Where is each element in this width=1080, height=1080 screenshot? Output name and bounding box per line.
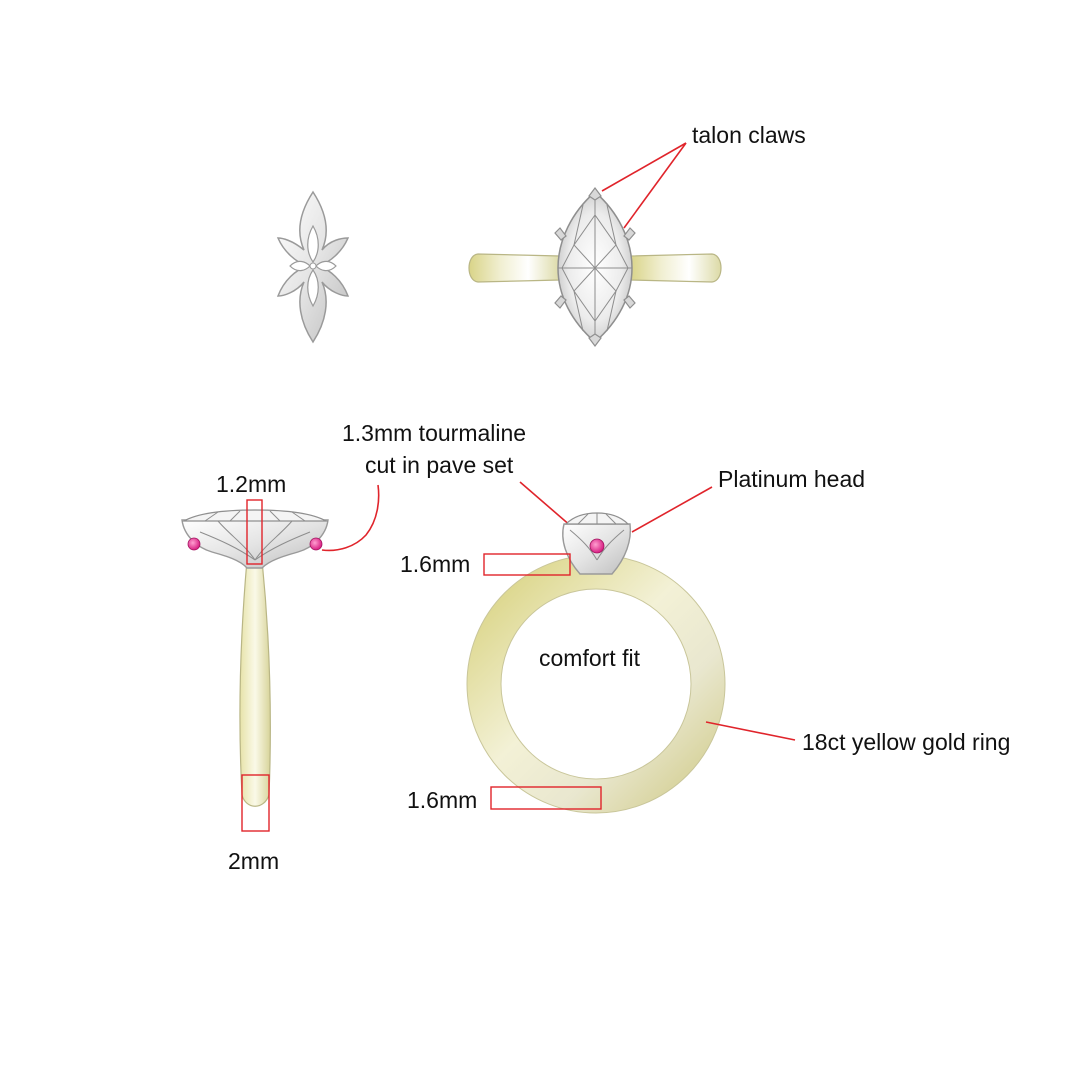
comfort-fit-label: comfort fit — [539, 645, 641, 671]
side-tourmaline-right — [309, 537, 323, 551]
bottom-thickness-marker — [490, 786, 602, 810]
ring-front-view — [466, 512, 726, 814]
claw-top — [588, 187, 602, 201]
front-top-thickness-label: 1.6mm — [400, 551, 470, 577]
top-thickness-marker — [483, 553, 571, 576]
side-top-width-label: 1.2mm — [216, 471, 286, 497]
width-1-2mm-marker — [246, 499, 263, 565]
platinum-head-callout: Platinum head — [631, 466, 865, 533]
side-tourmaline-left — [187, 537, 201, 551]
platinum-head-leader — [631, 486, 713, 533]
claw-bottom — [588, 333, 602, 347]
gold-ring-leader — [705, 721, 796, 741]
ring-top-view — [468, 187, 722, 347]
side-profile-stone — [181, 509, 329, 522]
front-view-gold-band — [467, 555, 725, 813]
gold-ring-callout: 18ct yellow gold ring — [705, 721, 1010, 755]
gold-ring-label: 18ct yellow gold ring — [802, 729, 1010, 755]
tourmaline-leader-side — [321, 484, 380, 552]
width-2mm-marker — [241, 774, 270, 832]
talon-claws-leader-2 — [623, 142, 687, 229]
side-profile-head — [181, 519, 329, 569]
side-profile-shank — [239, 559, 271, 807]
talon-claws-leader-1 — [601, 142, 687, 192]
front-bottom-thickness-label: 1.6mm — [407, 787, 477, 813]
side-bottom-width-label: 2mm — [228, 848, 279, 874]
front-tourmaline — [589, 538, 605, 554]
setting-top-view — [276, 190, 350, 344]
talon-claws-callout: talon claws — [601, 122, 806, 229]
tourmaline-label-line1: 1.3mm tourmaline — [342, 420, 526, 446]
platinum-head-label: Platinum head — [718, 466, 865, 492]
tourmaline-label-line2: cut in pave set — [365, 452, 514, 478]
ring-side-profile — [181, 499, 329, 832]
talon-claws-label: talon claws — [692, 122, 806, 148]
tourmaline-callout: 1.3mm tourmaline cut in pave set — [321, 420, 595, 552]
top-view-gold-band — [468, 253, 561, 283]
